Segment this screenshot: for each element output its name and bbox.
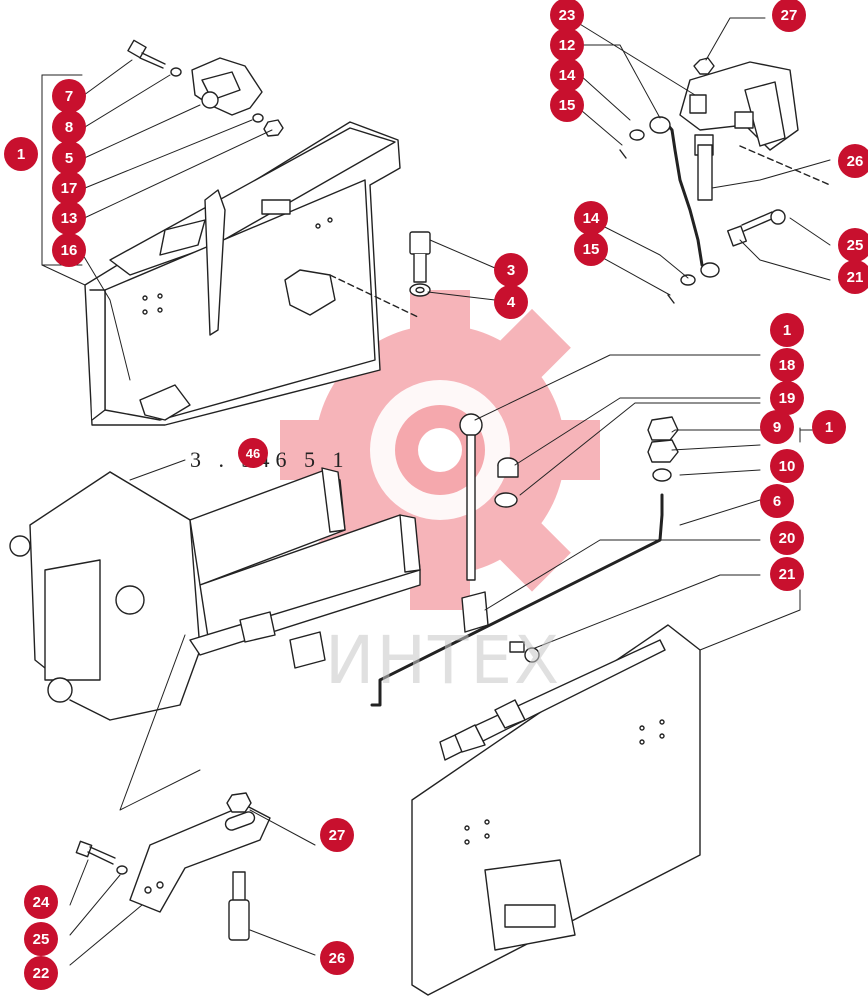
callout-19[interactable]: 19 (770, 381, 804, 415)
callout-25[interactable]: 25 (838, 228, 868, 262)
assembly-line-a (329, 274, 421, 319)
callout-8[interactable]: 8 (52, 110, 86, 144)
callout-22[interactable]: 22 (24, 956, 58, 990)
reference-badge: 46 (238, 438, 268, 468)
hitch-bracket (679, 57, 799, 201)
callout-1[interactable]: 1 (812, 410, 846, 444)
callout-26[interactable]: 26 (838, 144, 868, 178)
leader-lines (41, 14, 831, 966)
callout-26[interactable]: 26 (320, 941, 354, 975)
callout-25[interactable]: 25 (24, 922, 58, 956)
callout-14[interactable]: 14 (574, 201, 608, 235)
callout-24[interactable]: 24 (24, 885, 58, 919)
assembly-line-b (739, 145, 831, 186)
bushing-18-19 (494, 457, 519, 508)
hinge-latch (191, 57, 263, 116)
callout-14[interactable]: 14 (550, 58, 584, 92)
bracket-plate-upper (84, 121, 401, 426)
callout-15[interactable]: 15 (550, 88, 584, 122)
washer-8 (170, 67, 182, 77)
nut-27-lower (226, 792, 252, 813)
nut-17-13 (252, 113, 284, 137)
callout-1[interactable]: 1 (4, 137, 38, 171)
callout-12[interactable]: 12 (550, 28, 584, 62)
bolt-3 (409, 231, 431, 297)
chassis-frame (9, 467, 421, 721)
callout-4[interactable]: 4 (494, 285, 528, 319)
watermark-text: ИНТЕХ (325, 622, 562, 699)
pin-26-lower (228, 871, 250, 941)
callout-10[interactable]: 10 (770, 449, 804, 483)
shift-lever (459, 413, 489, 633)
bolt-21-top (726, 209, 786, 247)
callout-6[interactable]: 6 (760, 484, 794, 518)
callout-15[interactable]: 15 (574, 232, 608, 266)
callout-9[interactable]: 9 (760, 410, 794, 444)
callout-13[interactable]: 13 (52, 201, 86, 235)
callout-3[interactable]: 3 (494, 253, 528, 287)
callout-23[interactable]: 23 (550, 0, 584, 32)
callout-1[interactable]: 1 (770, 313, 804, 347)
callout-27[interactable]: 27 (772, 0, 806, 32)
callout-27[interactable]: 27 (320, 818, 354, 852)
callout-5[interactable]: 5 (52, 141, 86, 175)
nuts-9 (647, 416, 679, 482)
callout-21[interactable]: 21 (838, 260, 868, 294)
callout-18[interactable]: 18 (770, 348, 804, 382)
bolt-21-mid (509, 641, 540, 663)
callout-7[interactable]: 7 (52, 79, 86, 113)
strap-22 (129, 804, 271, 913)
cable-upper (619, 116, 720, 304)
callout-16[interactable]: 16 (52, 233, 86, 267)
callout-17[interactable]: 17 (52, 171, 86, 205)
counterweight-plate (411, 624, 701, 996)
link-rod-6 (370, 493, 664, 707)
callout-21[interactable]: 21 (770, 557, 804, 591)
bolt-24 (75, 840, 128, 875)
reference-number: 3 . 346 5 1 (190, 447, 350, 472)
watermark-gear-center (418, 428, 462, 472)
callout-20[interactable]: 20 (770, 521, 804, 555)
bolt-7 (127, 39, 166, 69)
